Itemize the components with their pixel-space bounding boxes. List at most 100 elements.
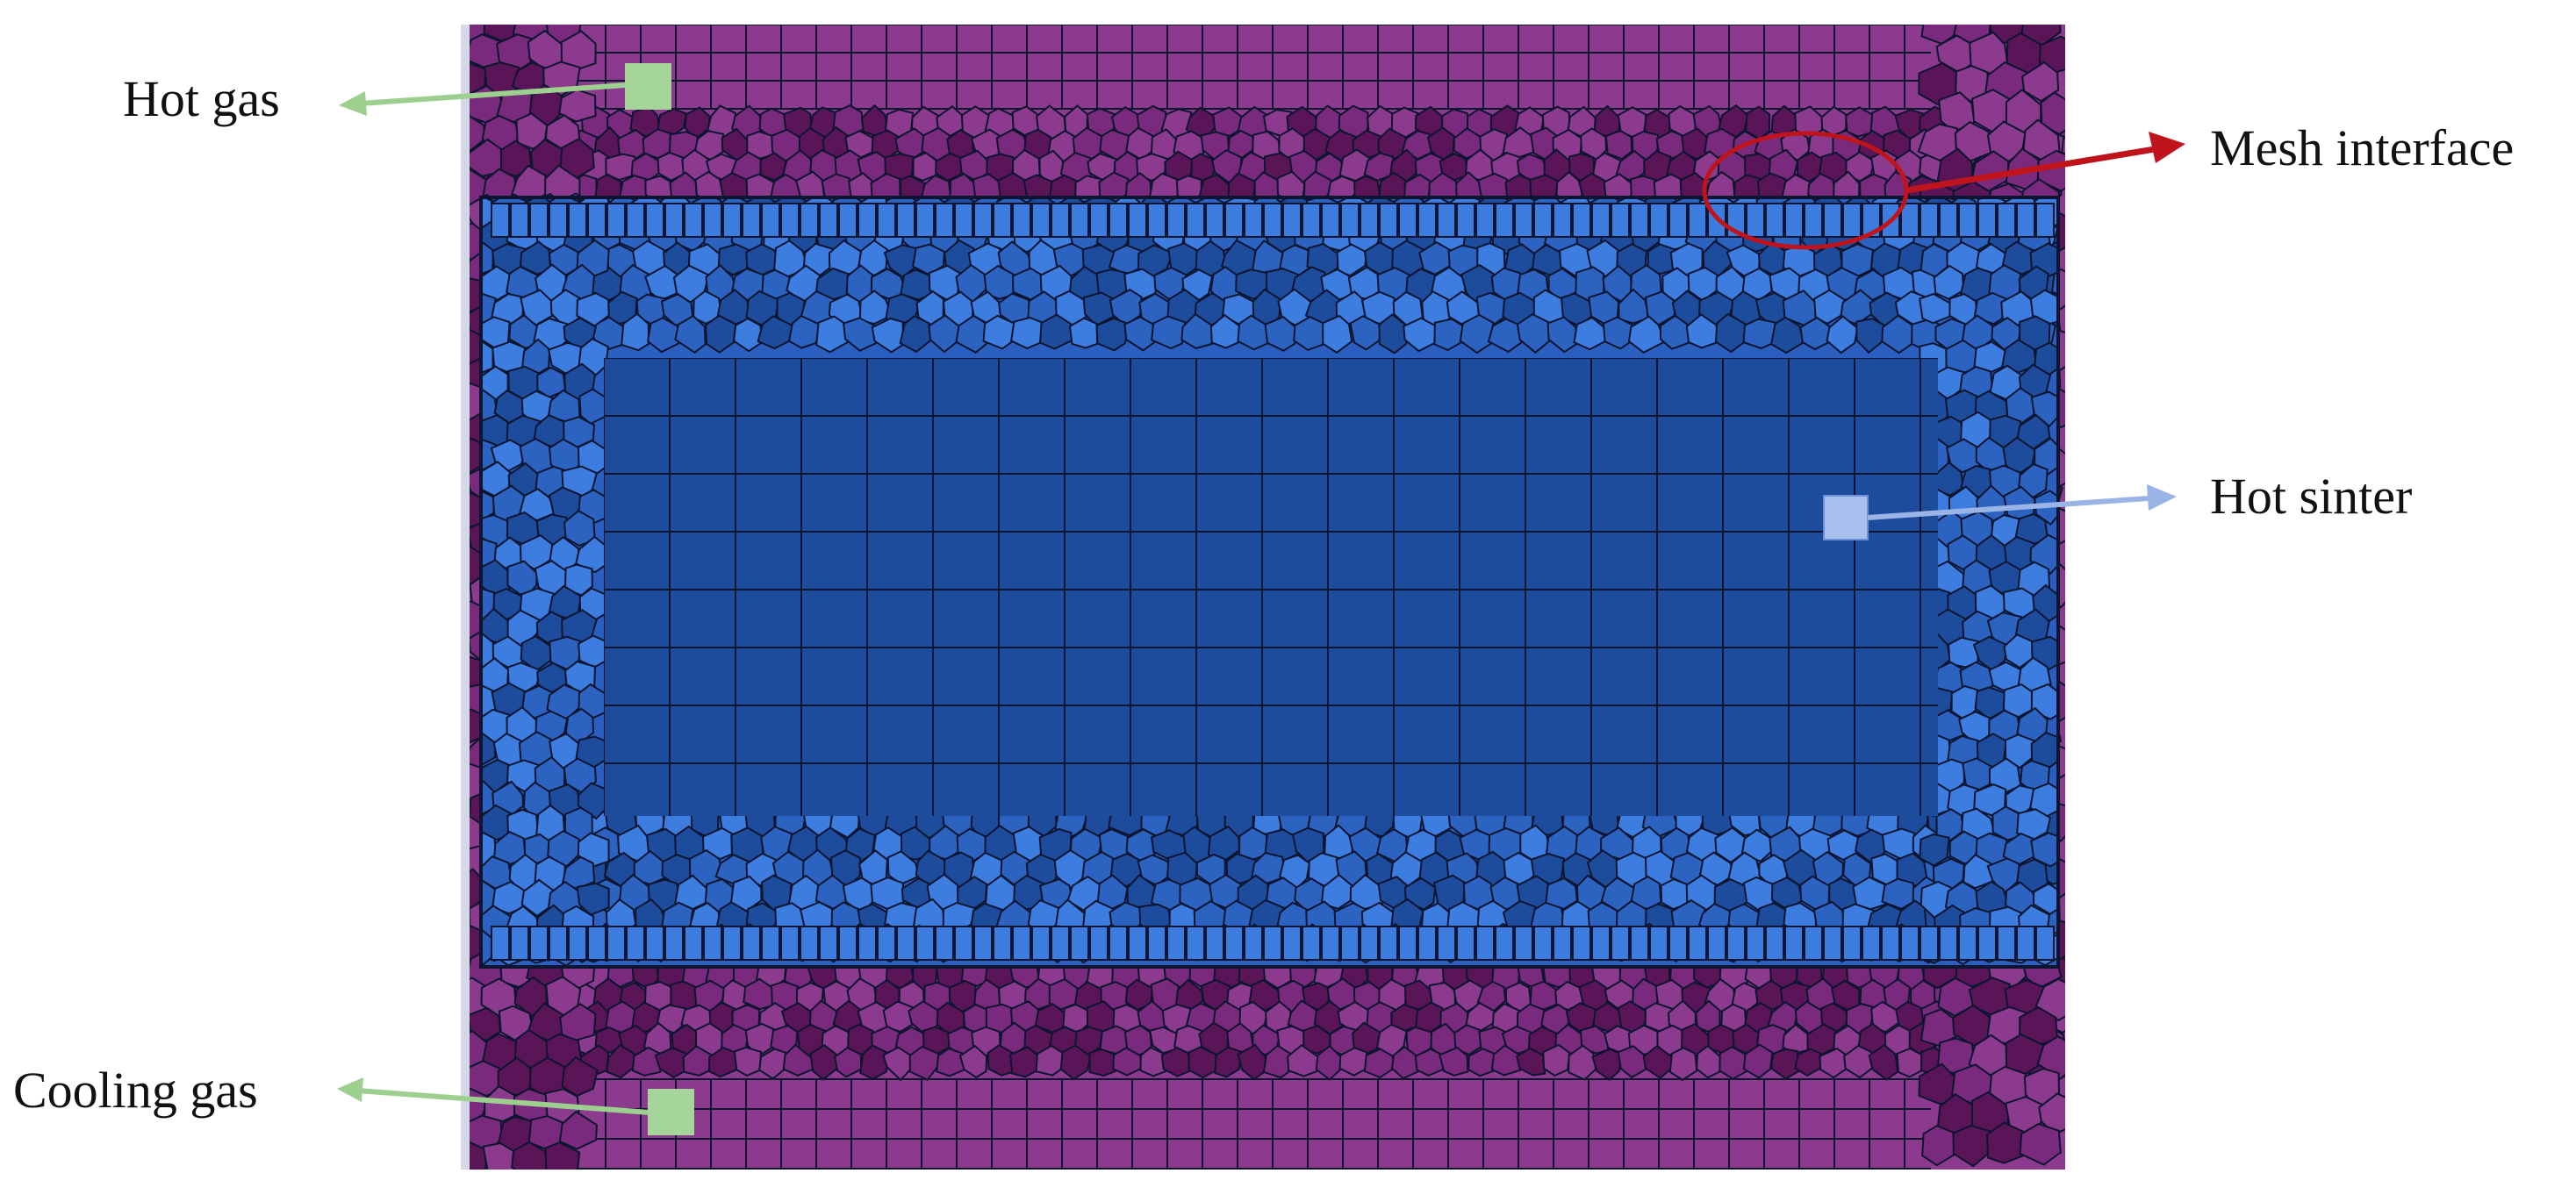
prism-cell bbox=[1900, 926, 1919, 961]
prism-cell bbox=[915, 203, 935, 238]
cooling-gas-arrow-line bbox=[357, 1088, 650, 1115]
sinter-cell bbox=[733, 317, 764, 353]
gas-cell bbox=[908, 1045, 940, 1081]
prism-cell bbox=[1591, 926, 1611, 961]
sinter-cell bbox=[1769, 316, 1805, 354]
prism-cell bbox=[1166, 203, 1186, 238]
prism-cell bbox=[761, 203, 780, 238]
gas-cell bbox=[2019, 1122, 2062, 1166]
prism-cell bbox=[1977, 926, 1997, 961]
prism-cell bbox=[1186, 203, 1205, 238]
gas-cell bbox=[2021, 61, 2060, 103]
prism-cell bbox=[1862, 926, 1881, 961]
prism-cell bbox=[1765, 926, 1784, 961]
hot-sinter-arrowhead bbox=[2147, 484, 2177, 511]
prism-cell bbox=[2035, 203, 2055, 238]
prism-cell bbox=[568, 203, 587, 238]
prism-cell bbox=[935, 926, 954, 961]
callout-hot-sinter: Hot sinter bbox=[1823, 468, 2412, 540]
sinter-prism-layers bbox=[491, 203, 2055, 961]
sinter-cell bbox=[621, 312, 649, 352]
prism-cell bbox=[1553, 926, 1572, 961]
sinter-core-grid bbox=[604, 358, 1938, 816]
prism-cell bbox=[722, 203, 742, 238]
prism-cell bbox=[1939, 926, 1958, 961]
gas-cell bbox=[1439, 1046, 1469, 1077]
prism-cell bbox=[606, 926, 626, 961]
prism-cell bbox=[491, 926, 510, 961]
gas-cell bbox=[1188, 1046, 1220, 1079]
prism-cell bbox=[993, 926, 1012, 961]
prism-cell bbox=[800, 203, 819, 238]
gas-cell bbox=[758, 1048, 787, 1080]
cooling-gas-marker bbox=[648, 1089, 694, 1135]
hot-gas-arrowhead bbox=[339, 91, 367, 116]
sinter-cell bbox=[1151, 315, 1187, 350]
sinter-cell bbox=[1881, 877, 1916, 911]
sinter-cell bbox=[563, 509, 596, 547]
prism-cell bbox=[606, 203, 626, 238]
prism-cell bbox=[1031, 926, 1051, 961]
gas-cell bbox=[1568, 1044, 1597, 1081]
prism-cell bbox=[838, 203, 857, 238]
gas-cell bbox=[1338, 1047, 1369, 1077]
prism-cell bbox=[1302, 926, 1321, 961]
prism-cell bbox=[1688, 203, 1707, 238]
prism-cell bbox=[1900, 203, 1919, 238]
prism-cell bbox=[1823, 926, 1842, 961]
prism-cell bbox=[703, 926, 722, 961]
gas-cell bbox=[1668, 1047, 1698, 1082]
prism-cell bbox=[1244, 203, 1263, 238]
prism-cell bbox=[1726, 926, 1746, 961]
hot-sinter-arrow-line bbox=[1867, 496, 2149, 520]
prism-cell bbox=[1514, 926, 1533, 961]
prism-cell bbox=[1051, 926, 1070, 961]
gas-cell bbox=[606, 1043, 636, 1079]
prism-cell bbox=[1495, 926, 1514, 961]
prism-cell bbox=[1109, 926, 1128, 961]
sinter-cell bbox=[692, 290, 723, 326]
gas-cell bbox=[1542, 1043, 1571, 1077]
prism-cell bbox=[896, 203, 915, 238]
prism-cell bbox=[626, 926, 645, 961]
prism-cell bbox=[819, 926, 838, 961]
prism-cell bbox=[915, 926, 935, 961]
prism-cell bbox=[645, 203, 664, 238]
prism-cell bbox=[1244, 926, 1263, 961]
prism-cell bbox=[877, 926, 896, 961]
prism-cell bbox=[1997, 926, 2016, 961]
prism-cell bbox=[1572, 926, 1591, 961]
sinter-cell bbox=[1919, 833, 1950, 867]
sinter-cell bbox=[899, 315, 932, 354]
gas-cell bbox=[1770, 1048, 1799, 1080]
prism-cell bbox=[664, 926, 684, 961]
sinter-cell bbox=[2030, 832, 2058, 868]
prism-cell bbox=[1302, 203, 1321, 238]
prism-cell bbox=[1611, 203, 1630, 238]
prism-cell bbox=[1553, 203, 1572, 238]
prism-cell bbox=[1939, 203, 1958, 238]
sinter-cell bbox=[858, 290, 893, 326]
prism-cell bbox=[1572, 203, 1591, 238]
prism-cell bbox=[1379, 203, 1398, 238]
prism-cell bbox=[1456, 926, 1475, 961]
prism-cell bbox=[742, 926, 761, 961]
prism-cell bbox=[1668, 203, 1688, 238]
prism-cell bbox=[626, 203, 645, 238]
hot-sinter-label: Hot sinter bbox=[2210, 468, 2412, 525]
prism-cell bbox=[780, 203, 800, 238]
prism-cell bbox=[664, 203, 684, 238]
callout-hot-gas: Hot gas bbox=[123, 63, 671, 127]
prism-cell bbox=[1128, 203, 1147, 238]
prism-cell bbox=[954, 203, 973, 238]
prism-cell bbox=[838, 926, 857, 961]
prism-cell bbox=[742, 203, 761, 238]
prism-cell bbox=[1282, 926, 1302, 961]
prism-cell bbox=[529, 203, 549, 238]
prism-cell bbox=[1707, 926, 1726, 961]
prism-cell bbox=[2016, 926, 2035, 961]
gas-cell bbox=[1617, 1045, 1647, 1079]
prism-cell bbox=[877, 203, 896, 238]
gas-cell bbox=[1453, 1024, 1483, 1056]
prism-cell bbox=[1340, 203, 1360, 238]
